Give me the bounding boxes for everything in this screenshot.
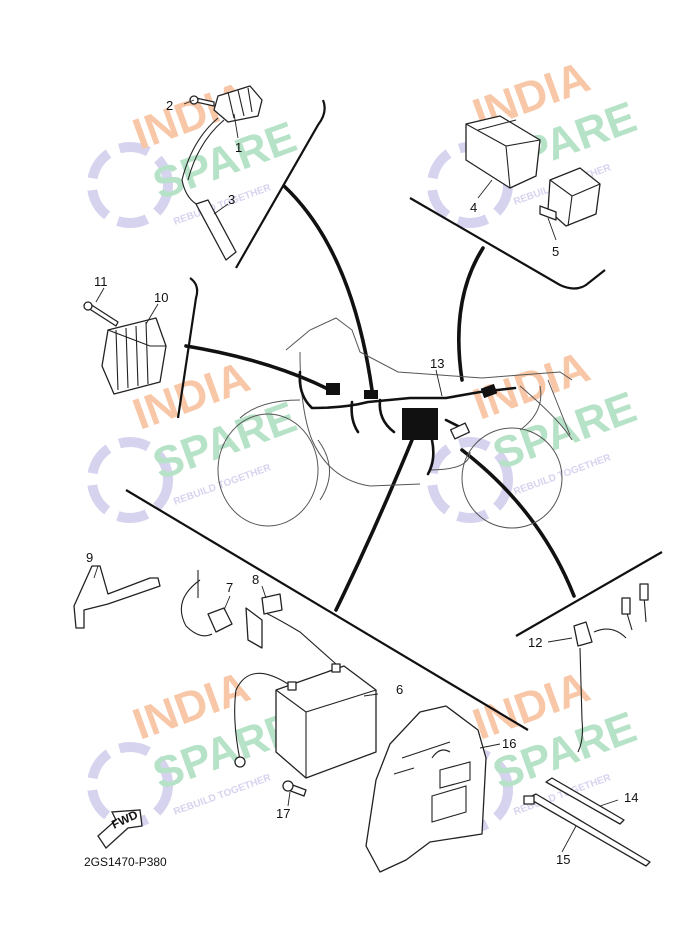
switch-assembly bbox=[573, 583, 649, 753]
cable-tie-head bbox=[523, 795, 535, 805]
ignition-coil bbox=[213, 85, 263, 123]
switch-connector bbox=[639, 583, 649, 601]
watermark-wrench-icon bbox=[87, 142, 173, 228]
harness-main-trunk bbox=[298, 370, 517, 410]
diagram-code: 2GS1470-P380 bbox=[84, 855, 167, 869]
regulator-panel-frame bbox=[176, 277, 199, 419]
callout-14: 14 bbox=[624, 790, 638, 805]
connector-line-regulator bbox=[184, 344, 332, 392]
bolt-head bbox=[83, 301, 93, 311]
switch-connector bbox=[621, 597, 631, 615]
battery-assembly bbox=[180, 570, 377, 779]
harness-connector bbox=[326, 383, 340, 395]
switch-lead bbox=[577, 647, 584, 753]
cable-tie-short bbox=[545, 777, 625, 825]
cable-ties bbox=[523, 777, 651, 867]
fuse-holder bbox=[207, 607, 233, 633]
watermark-logo: INDIA SPARE REBUILD TOGETHER bbox=[87, 662, 303, 828]
fwd-arrow: FWD bbox=[97, 807, 143, 849]
callout-1: 1 bbox=[235, 140, 242, 155]
connector-line-coil bbox=[282, 184, 374, 392]
motorcycle-outline bbox=[217, 317, 573, 529]
callout-5: 5 bbox=[552, 244, 559, 259]
rear-wheel bbox=[217, 413, 319, 527]
harness-junction-block bbox=[402, 408, 438, 440]
connector-line-cdi bbox=[457, 246, 485, 382]
lead-clip bbox=[261, 593, 283, 615]
harness-branch bbox=[350, 400, 360, 434]
callout-10: 10 bbox=[154, 290, 168, 305]
wiring-harness bbox=[298, 370, 517, 476]
cdi-panel-frame bbox=[409, 197, 606, 290]
battery bbox=[275, 665, 377, 779]
callout-15: 15 bbox=[556, 852, 570, 867]
high-tension-cable bbox=[181, 117, 225, 207]
frame-outline bbox=[239, 317, 573, 501]
callout-4: 4 bbox=[470, 200, 477, 215]
callout-16: 16 bbox=[502, 736, 516, 751]
battery-band bbox=[73, 565, 161, 629]
callout-3: 3 bbox=[228, 192, 235, 207]
panel-frames bbox=[125, 99, 663, 731]
starter-relay-edges bbox=[549, 179, 601, 227]
regulator-fins bbox=[107, 321, 166, 391]
connector-line-switch bbox=[460, 448, 576, 598]
neutral-switch bbox=[573, 621, 593, 647]
cdi-unit-edges bbox=[465, 119, 541, 189]
regulator-assembly bbox=[83, 301, 167, 395]
battery-terminal bbox=[287, 681, 297, 691]
harness-branch bbox=[378, 398, 396, 434]
callout-8: 8 bbox=[252, 572, 259, 587]
connector-lines bbox=[184, 184, 576, 612]
fwd-arrow-icon bbox=[97, 809, 143, 849]
connector-line-battery bbox=[334, 438, 414, 612]
relay-bracket bbox=[539, 205, 557, 221]
harness-plug bbox=[449, 422, 471, 440]
battery-panel-frame bbox=[125, 489, 529, 731]
leader-lines bbox=[93, 99, 619, 853]
watermark-wrench-icon bbox=[87, 437, 173, 523]
battery-case-details bbox=[393, 741, 471, 823]
rectifier-regulator bbox=[101, 317, 167, 395]
callout-7: 7 bbox=[226, 580, 233, 595]
battery-negative-lead bbox=[234, 672, 289, 761]
switch-lead bbox=[593, 595, 647, 639]
battery-top-edge bbox=[275, 689, 377, 778]
harness-connector bbox=[364, 390, 378, 399]
battery-band-assembly bbox=[73, 565, 161, 629]
spark-plug-cap bbox=[195, 199, 237, 261]
battery-terminal bbox=[331, 663, 341, 673]
watermark-wrench-icon bbox=[427, 437, 513, 523]
front-fork bbox=[519, 379, 571, 436]
harness-branch bbox=[426, 438, 435, 476]
battery-case bbox=[365, 705, 487, 873]
callout-11: 11 bbox=[94, 274, 108, 289]
lead-clip-bracket bbox=[245, 607, 263, 649]
cable-tie-long bbox=[527, 793, 651, 867]
cdi-assembly bbox=[465, 115, 601, 227]
callout-17: 17 bbox=[276, 806, 290, 821]
switch-panel-frame bbox=[515, 551, 663, 637]
callout-9: 9 bbox=[86, 550, 93, 565]
regulator-bolt bbox=[87, 303, 119, 327]
cdi-unit bbox=[465, 115, 541, 189]
ignition-coil-panel-frame bbox=[235, 99, 326, 269]
callout-12: 12 bbox=[528, 635, 542, 650]
bolt-head bbox=[282, 780, 294, 792]
callout-13: 13 bbox=[430, 356, 444, 371]
battery-case-assembly bbox=[282, 705, 487, 873]
front-wheel bbox=[461, 427, 563, 529]
lead-ring-terminal bbox=[234, 756, 246, 768]
callout-numbers: 1 2 3 4 5 6 7 8 9 10 11 12 13 14 15 16 1… bbox=[86, 98, 638, 867]
callout-2: 2 bbox=[166, 98, 173, 113]
ignition-coil-assembly bbox=[181, 85, 263, 261]
ignition-coil-fins bbox=[227, 87, 253, 119]
callout-6: 6 bbox=[396, 682, 403, 697]
harness-connector bbox=[480, 383, 498, 399]
